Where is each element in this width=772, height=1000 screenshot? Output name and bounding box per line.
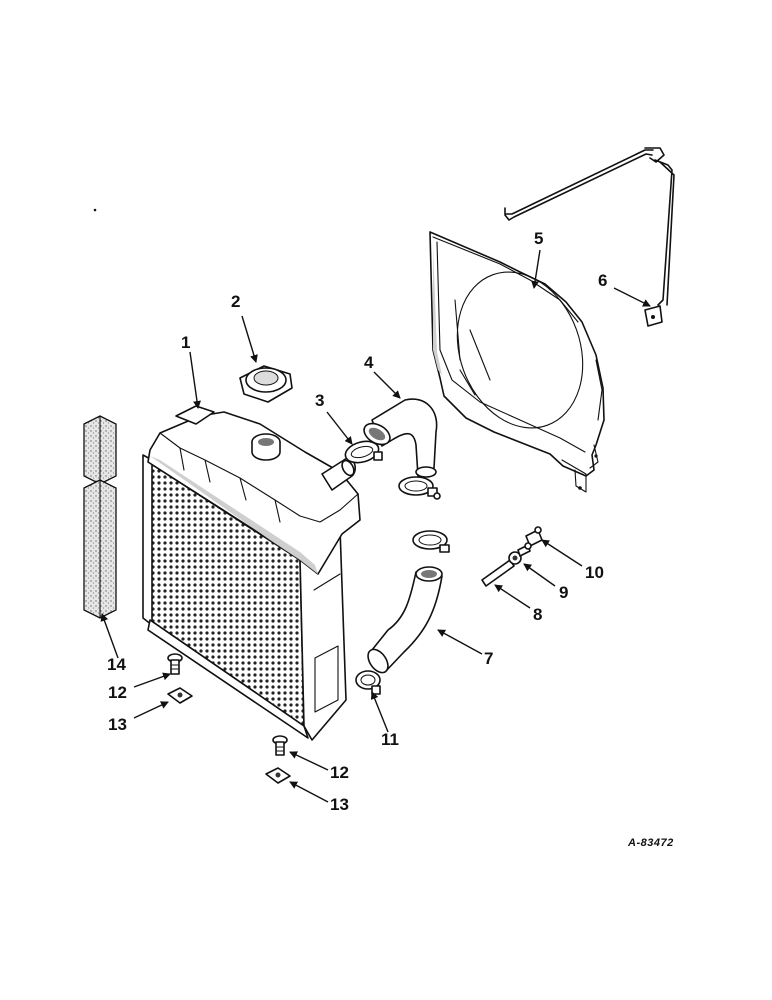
callout-7: 7 — [484, 649, 493, 668]
callout-4: 4 — [364, 353, 374, 372]
callout-14: 14 — [107, 655, 126, 674]
callout-1: 1 — [181, 333, 190, 352]
fan-shroud — [429, 231, 605, 493]
nut-plate-lower — [265, 767, 291, 784]
callout-9: 9 — [559, 583, 568, 602]
callout-6: 6 — [598, 271, 607, 290]
figure-reference: A-83472 — [627, 837, 674, 849]
nut-plate-upper — [167, 687, 193, 704]
upper-hose — [363, 398, 438, 478]
radiator-cap — [239, 365, 293, 403]
foam-seal-strips — [83, 415, 117, 619]
callout-10: 10 — [585, 563, 604, 582]
drain-valve — [524, 526, 543, 550]
drain-pipe — [481, 559, 515, 587]
bolt-upper — [167, 653, 183, 675]
callout-3: 3 — [315, 391, 324, 410]
support-rod — [504, 147, 675, 327]
lower-hose-clamp — [355, 670, 381, 695]
bolt-lower — [272, 735, 288, 756]
hose-clamp — [398, 476, 441, 500]
leader-lines — [100, 249, 651, 803]
callout-8: 8 — [533, 605, 542, 624]
callout-13-upper: 13 — [108, 715, 127, 734]
callout-labels: 1 2 3 4 5 6 7 8 9 10 11 12 12 13 13 14 — [107, 229, 607, 814]
callout-11: 11 — [381, 730, 399, 749]
callout-12-upper: 12 — [108, 683, 127, 702]
callout-5: 5 — [534, 229, 543, 248]
stray-dot — [93, 208, 97, 212]
radiator-assembly — [142, 405, 361, 741]
callout-2: 2 — [231, 292, 240, 311]
callout-12-lower: 12 — [330, 763, 349, 782]
upper-hose-clamp — [344, 440, 383, 464]
lower-hose — [367, 566, 443, 674]
callout-13-lower: 13 — [330, 795, 349, 814]
hose-clamp-lower-upper — [412, 530, 450, 553]
